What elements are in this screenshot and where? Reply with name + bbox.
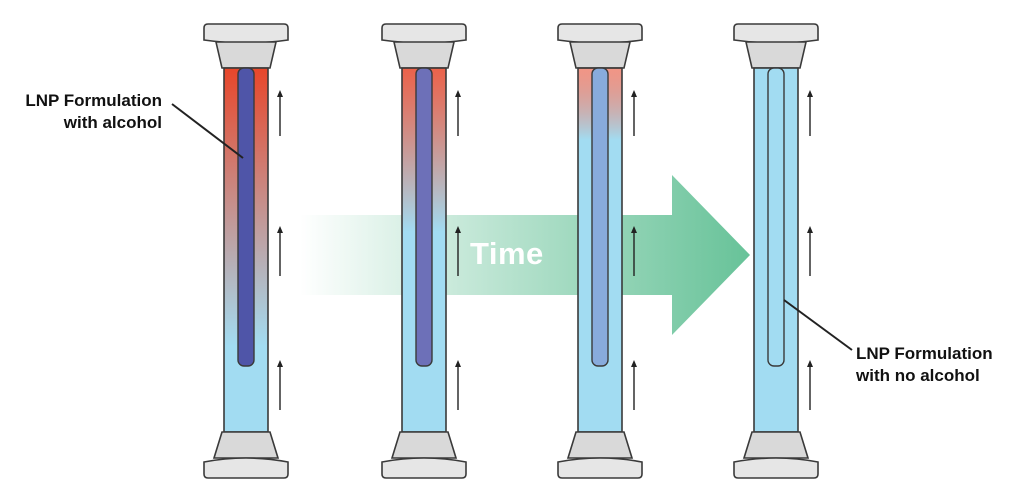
dialysis-column [557,23,643,479]
end-label-line1: LNP Formulation [856,344,993,363]
flow-arrow [277,226,283,276]
column-top-fitting [392,41,456,69]
flow-arrow [277,90,283,136]
column-top-fitting [568,41,632,69]
flow-arrow [455,90,461,136]
dialysis-column [203,23,289,479]
end-formulation-label: LNP Formulation with no alcohol [856,343,1016,387]
end-label-leader [783,299,853,351]
end-label-line2: with no alcohol [856,366,980,385]
flow-arrow [631,360,637,410]
column-base-cap [203,457,289,479]
dialysis-membrane [415,67,433,367]
flow-arrow [807,90,813,136]
flow-arrow [807,360,813,410]
start-label-line2: with alcohol [63,113,162,132]
column-top-cap [557,23,643,44]
column-top-cap [733,23,819,44]
flow-arrow [455,360,461,410]
start-formulation-label: LNP Formulation with alcohol [16,90,162,134]
column-base-cap [381,457,467,479]
flow-arrow [277,360,283,410]
flow-arrow [455,226,461,276]
flow-arrow [631,226,637,276]
dialysis-membrane [237,67,255,367]
flow-arrow [807,226,813,276]
dialysis-column [733,23,819,479]
column-top-cap [381,23,467,44]
column-top-fitting [744,41,808,69]
dialysis-membrane [767,67,785,367]
column-base-cap [733,457,819,479]
column-bottom-fitting [212,431,280,459]
column-bottom-fitting [742,431,810,459]
flow-arrow [631,90,637,136]
column-top-fitting [214,41,278,69]
column-top-cap [203,23,289,44]
column-bottom-fitting [390,431,458,459]
time-label: Time [470,236,544,271]
start-label-leader [171,103,244,159]
column-bottom-fitting [566,431,634,459]
columns-layer [203,23,819,479]
dialysis-column [381,23,467,479]
dialysis-membrane [591,67,609,367]
start-label-line1: LNP Formulation [25,91,162,110]
column-base-cap [557,457,643,479]
